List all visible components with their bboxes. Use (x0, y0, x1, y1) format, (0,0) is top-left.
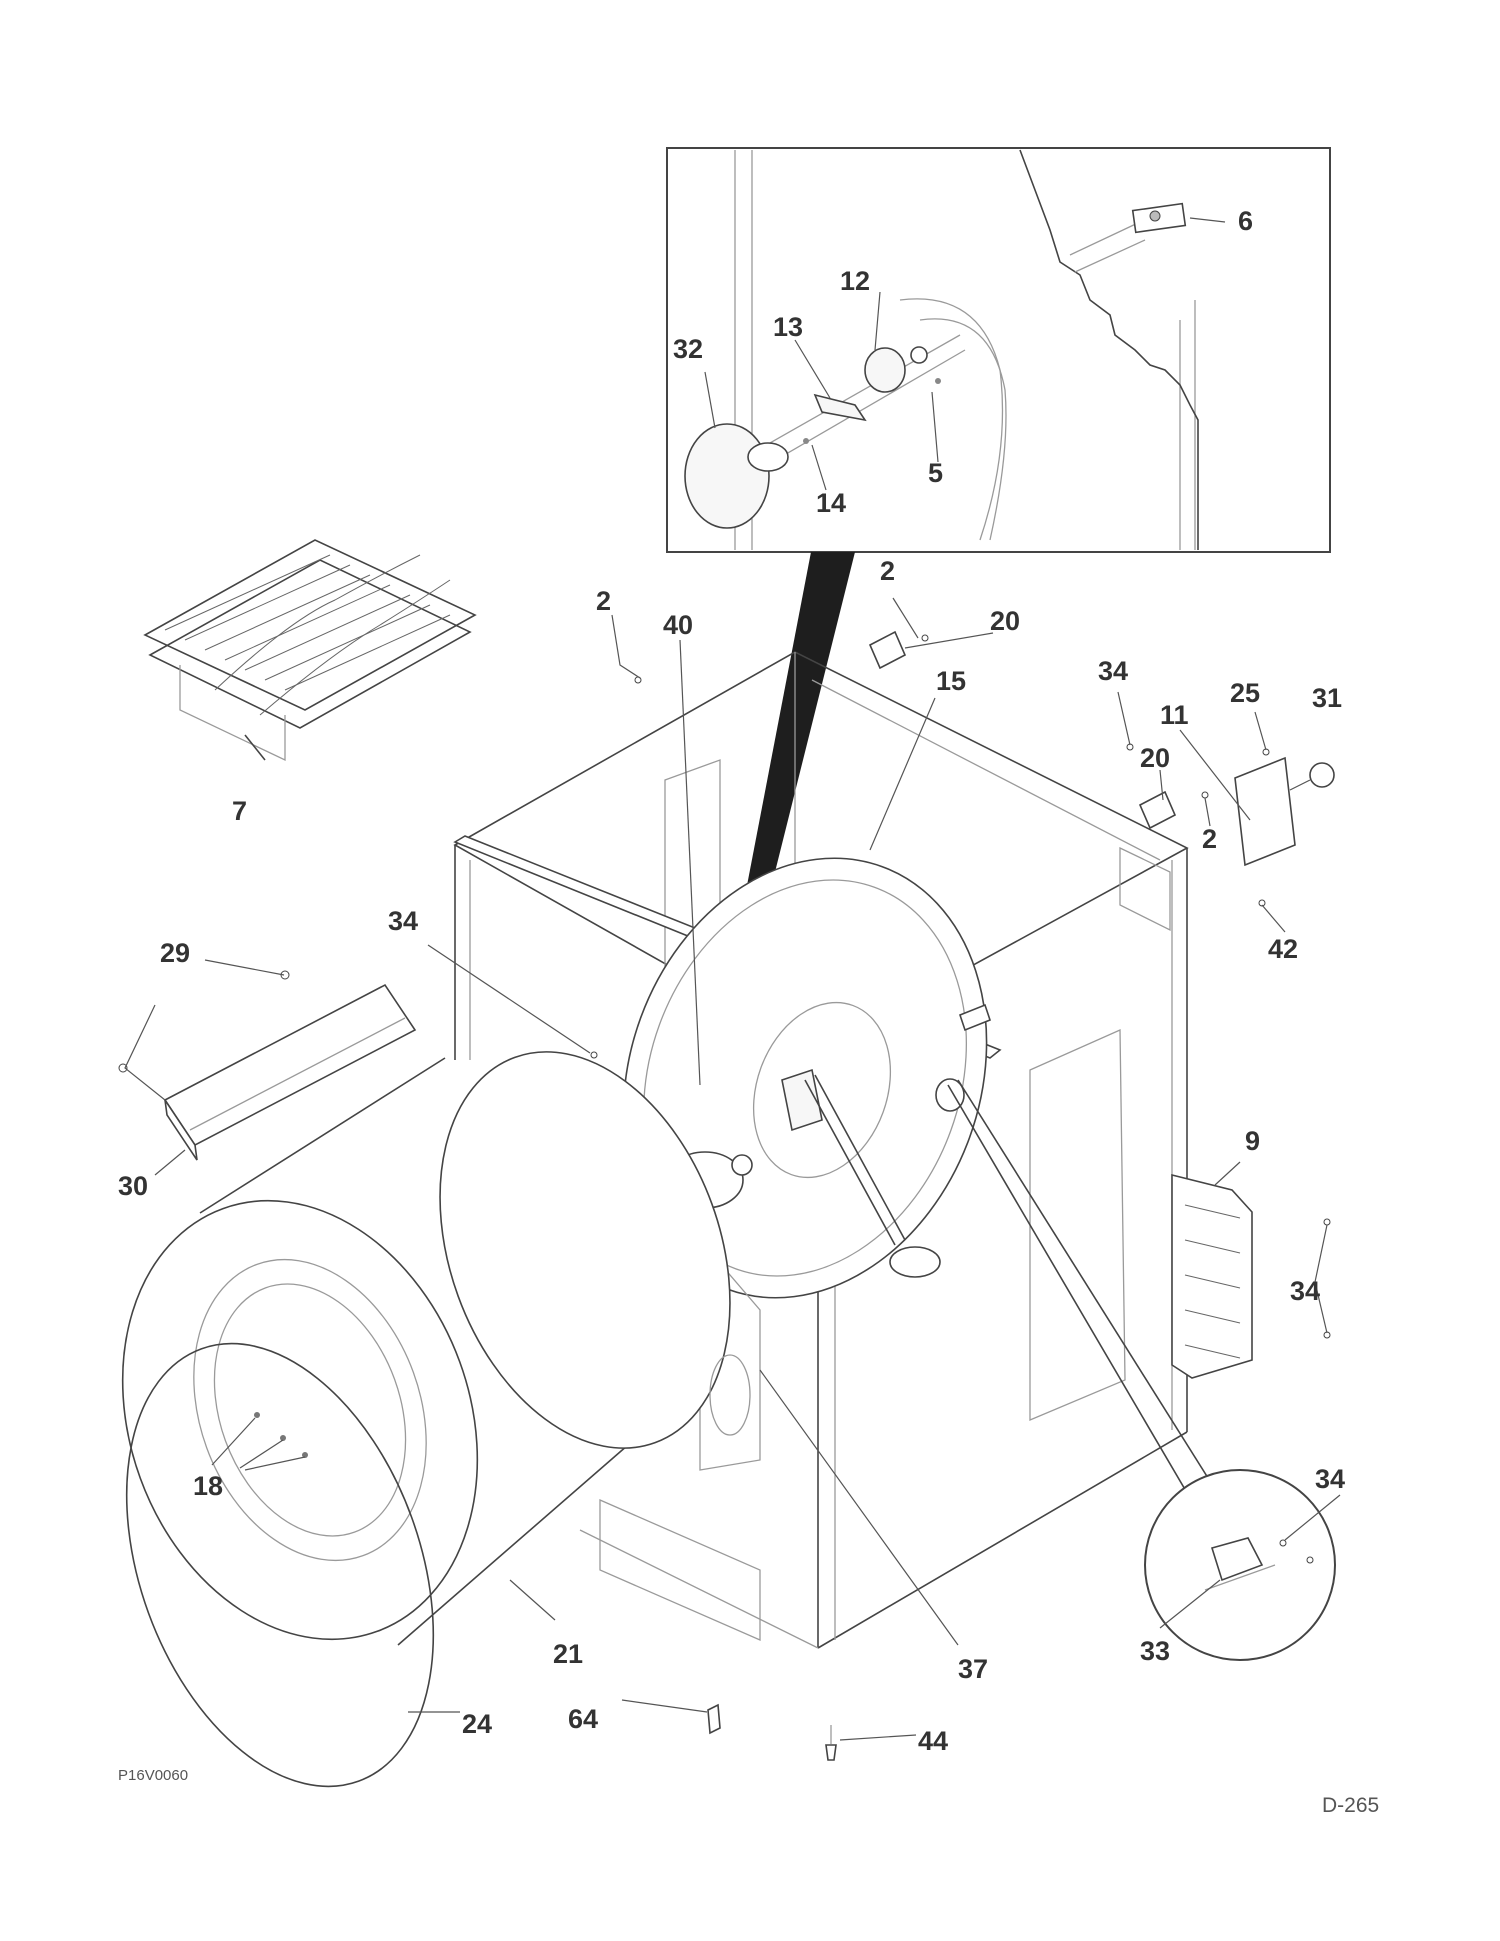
clip-part-13 (813, 393, 867, 422)
clip-64 (707, 1703, 721, 1735)
callout-44: 44 (918, 1726, 948, 1756)
drying-rack-7 (143, 539, 477, 762)
callout-12: 12 (840, 266, 870, 296)
callout-18: 18 (193, 1471, 223, 1501)
bracket-11 (1234, 756, 1296, 867)
callout-25: 25 (1230, 678, 1260, 708)
callout-64: 64 (568, 1704, 598, 1734)
detail-circle-33 (947, 1079, 1336, 1661)
leader-lines (124, 597, 1341, 1741)
callout-33: 33 (1140, 1636, 1170, 1666)
callout-24: 24 (462, 1709, 492, 1739)
callout-20-top: 20 (990, 606, 1020, 636)
callout-14: 14 (816, 488, 846, 518)
callout-31: 31 (1312, 683, 1342, 713)
callout-34-bottom: 34 (1315, 1464, 1345, 1494)
callout-34-mid: 34 (388, 906, 418, 936)
callout-34-top: 34 (1098, 656, 1128, 686)
callout-numbers: 6 12 13 32 5 14 2 2 20 40 15 34 25 31 11… (118, 206, 1345, 1756)
callout-11: 11 (1160, 700, 1189, 730)
drum-seal-24 (125, 1342, 435, 1788)
callout-2-left: 2 (596, 586, 611, 616)
callout-13: 13 (773, 312, 803, 342)
callout-32: 32 (673, 334, 703, 364)
callout-30: 30 (118, 1171, 148, 1201)
callout-37: 37 (958, 1654, 988, 1684)
image-code: P16V0060 (118, 1767, 188, 1784)
clip-20-top (868, 630, 907, 670)
filter-9 (1171, 1173, 1253, 1379)
rear-bulkhead (622, 857, 988, 1471)
foot-44 (825, 1744, 837, 1761)
clip-20-right (1138, 790, 1177, 830)
callout-7: 7 (232, 796, 247, 826)
callout-29: 29 (160, 938, 190, 968)
inset-detail (666, 147, 1331, 553)
callout-40: 40 (663, 610, 693, 640)
panel-30 (163, 983, 417, 1161)
callout-21: 21 (553, 1639, 583, 1669)
dryer-drum-21 (121, 1051, 751, 1646)
knob-31 (1309, 762, 1335, 788)
callout-42: 42 (1268, 934, 1298, 964)
ball-part-5 (910, 346, 928, 364)
callout-20-right: 20 (1140, 743, 1170, 773)
callout-2-top: 2 (880, 556, 895, 586)
callout-5: 5 (928, 458, 943, 488)
callout-6: 6 (1238, 206, 1253, 236)
switch-33 (1210, 1537, 1264, 1582)
callout-15: 15 (936, 666, 966, 696)
callout-2-right: 2 (1202, 824, 1217, 854)
callout-34-right: 34 (1290, 1276, 1320, 1306)
page-reference: D-265 (1322, 1794, 1379, 1817)
bearing-part-12 (864, 347, 906, 393)
drum-roller-32 (684, 423, 770, 529)
callout-9: 9 (1245, 1126, 1260, 1156)
